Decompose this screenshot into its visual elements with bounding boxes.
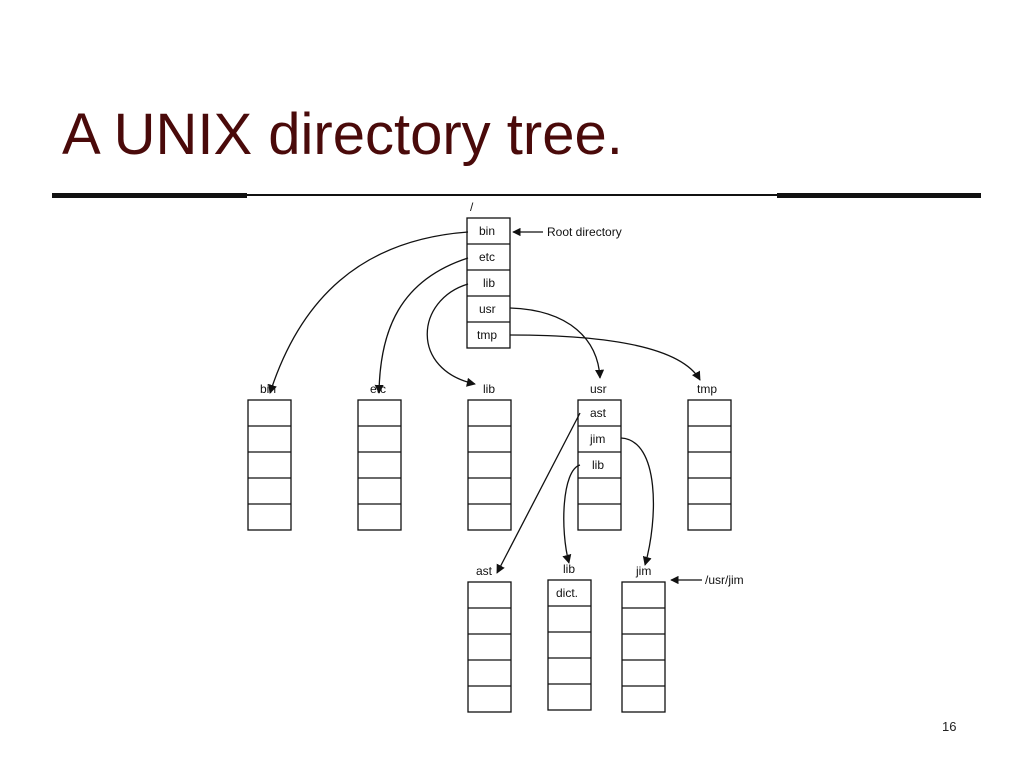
link-usr-jim (620, 437, 655, 566)
tree-links (268, 231, 701, 574)
root-directory: / bin etc lib usr tmp Root directory (466, 200, 622, 349)
directory-jim: jim /usr/jim (621, 564, 744, 713)
directory-usr-lib: lib dict. (547, 562, 592, 711)
link-root-tmp (509, 334, 701, 381)
directory-label-jim: jim (635, 564, 651, 578)
root-directory-label: / (470, 200, 474, 214)
directory-tmp: tmp (687, 382, 732, 531)
usr-entry-ast: ast (590, 406, 607, 420)
directory-box-tmp (687, 399, 732, 531)
directory-bin: bin (247, 382, 292, 531)
link-root-bin (268, 231, 469, 394)
directory-box-etc (357, 399, 402, 531)
usr-entry-lib: lib (592, 458, 604, 472)
jim-annotation-label: /usr/jim (705, 573, 744, 587)
directory-box-usr-lib (547, 579, 592, 711)
usr-entry-jim: jim (589, 432, 605, 446)
root-entry-usr: usr (479, 302, 496, 316)
root-annotation-label: Root directory (547, 225, 622, 239)
link-usr-lib (562, 464, 581, 564)
directory-etc: etc (357, 382, 402, 531)
slide-title: A UNIX directory tree. (62, 102, 623, 167)
directory-box-lib (467, 399, 512, 531)
root-directory-box (466, 217, 511, 349)
link-root-lib (426, 283, 476, 387)
link-root-usr (509, 307, 605, 379)
directory-box-bin (247, 399, 292, 531)
link-root-etc (374, 257, 469, 394)
usr-lib-entry-dict: dict. (556, 586, 578, 600)
directory-label-etc: etc (370, 382, 386, 396)
page-number: 16 (942, 719, 957, 734)
root-entry-etc: etc (479, 250, 495, 264)
root-entry-bin: bin (479, 224, 495, 238)
title-underline-middle (247, 194, 777, 196)
directory-ast: ast (467, 564, 512, 713)
directory-label-lib: lib (483, 382, 495, 396)
directory-label-tmp: tmp (697, 382, 717, 396)
directory-usr: usr ast jim lib (577, 382, 622, 531)
directory-lib: lib (467, 382, 512, 531)
directory-label-ast: ast (476, 564, 493, 578)
title-underline-right (777, 193, 981, 198)
link-usr-ast (496, 412, 581, 574)
root-entry-lib: lib (483, 276, 495, 290)
directory-label-usr-lib: lib (563, 562, 575, 576)
directory-box-usr (577, 399, 622, 531)
title-underline-left (52, 193, 247, 198)
directory-box-jim (621, 581, 666, 713)
directory-label-usr: usr (590, 382, 607, 396)
root-entry-tmp: tmp (477, 328, 497, 342)
directory-box-ast (467, 581, 512, 713)
